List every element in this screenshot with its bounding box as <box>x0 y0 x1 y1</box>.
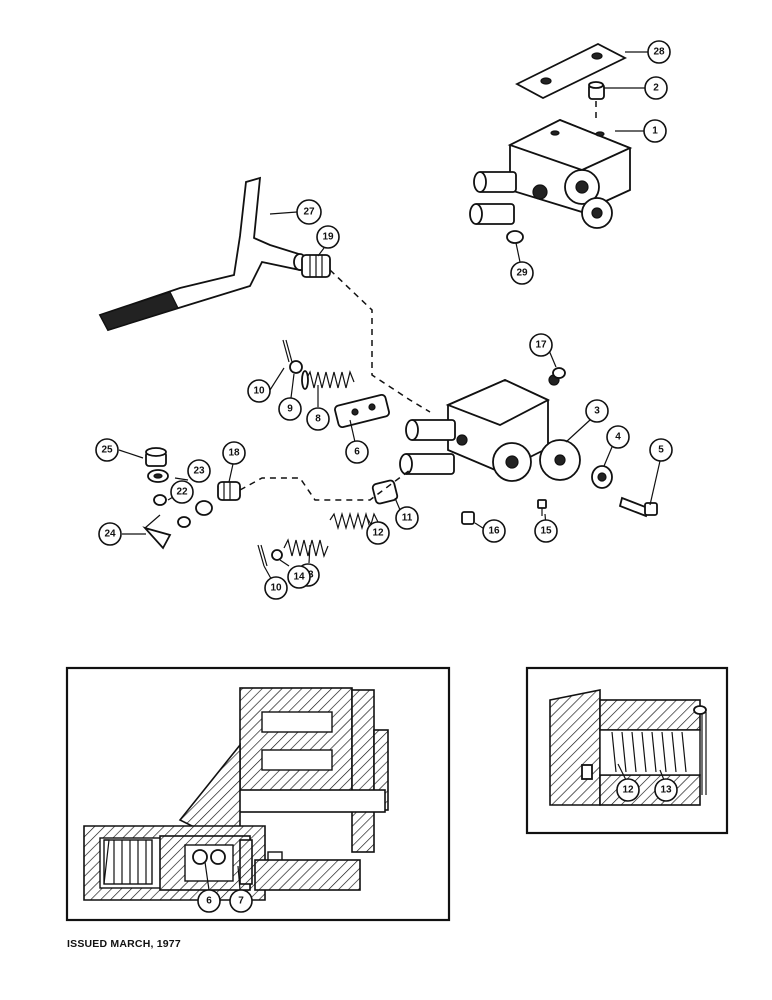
callout-28: 28 <box>647 40 671 64</box>
callout-24: 24 <box>98 522 122 546</box>
callout-15: 15 <box>534 519 558 543</box>
callout-27: 27 <box>296 199 322 225</box>
ball-9 <box>289 360 303 374</box>
svg-text:19: 19 <box>322 232 334 243</box>
suction-tube-27 <box>98 176 307 332</box>
svg-text:5: 5 <box>658 445 664 456</box>
svg-text:11: 11 <box>402 513 413 524</box>
screw-15 <box>537 499 547 516</box>
pin-24 <box>142 514 172 550</box>
callout-18: 18 <box>222 441 246 465</box>
svg-text:27: 27 <box>303 207 315 218</box>
cover-4 <box>591 465 613 489</box>
fitting-18 <box>217 481 241 501</box>
issued-date-footer: ISSUED MARCH, 1977 <box>67 938 181 950</box>
valve-sleeve-6 <box>334 393 390 429</box>
callout-10-bottom: 10 <box>264 576 288 600</box>
callout-12: 12 <box>366 521 390 545</box>
callout-4: 4 <box>606 425 630 449</box>
svg-text:16: 16 <box>488 526 500 537</box>
svg-text:4: 4 <box>615 432 621 443</box>
plug-11 <box>371 479 399 505</box>
svg-text:6: 6 <box>354 447 360 458</box>
bolt-5 <box>618 496 658 518</box>
washer-23 <box>147 469 169 483</box>
gasket-plate-28 <box>515 42 628 100</box>
pin-10-top <box>282 339 293 363</box>
callout-10-top: 10 <box>247 379 271 403</box>
callout-8: 8 <box>306 407 330 431</box>
callout-2: 2 <box>644 76 668 100</box>
svg-text:7: 7 <box>238 896 244 907</box>
svg-text:23: 23 <box>193 466 205 477</box>
callout-leaders <box>118 51 661 585</box>
svg-text:2: 2 <box>653 83 659 94</box>
nut-22 <box>153 494 213 528</box>
svg-text:22: 22 <box>176 487 188 498</box>
spring-8 <box>301 370 355 390</box>
svg-text:13: 13 <box>660 785 672 796</box>
svg-text:10: 10 <box>253 386 265 397</box>
callout-19: 19 <box>316 225 340 249</box>
pump-housing-1 <box>469 119 633 229</box>
spring-13 <box>283 538 329 558</box>
svg-text:15: 15 <box>540 526 552 537</box>
callout-13-section: 13 <box>654 778 678 802</box>
svg-text:29: 29 <box>516 268 528 279</box>
gear-3 <box>539 439 581 481</box>
callout-6-section: 6 <box>197 889 221 913</box>
cap-25 <box>145 447 167 467</box>
svg-text:12: 12 <box>622 785 634 796</box>
callout-9: 9 <box>278 397 302 421</box>
o-ring-29 <box>506 230 524 244</box>
callout-3: 3 <box>585 399 609 423</box>
callout-14: 14 <box>287 565 311 589</box>
svg-text:9: 9 <box>287 404 293 415</box>
callout-23: 23 <box>187 459 211 483</box>
callout-17: 17 <box>529 333 553 357</box>
callout-29: 29 <box>510 261 534 285</box>
svg-text:6: 6 <box>206 896 212 907</box>
svg-text:3: 3 <box>594 406 600 417</box>
svg-text:17: 17 <box>535 340 547 351</box>
svg-text:12: 12 <box>372 528 384 539</box>
plug-17 <box>552 367 566 379</box>
svg-text:8: 8 <box>315 414 321 425</box>
washer-14 <box>271 549 283 561</box>
svg-text:10: 10 <box>270 583 282 594</box>
svg-text:14: 14 <box>293 572 305 583</box>
callout-12-section: 12 <box>616 778 640 802</box>
callout-22: 22 <box>170 480 194 504</box>
plug-16 <box>461 511 475 525</box>
svg-text:18: 18 <box>228 448 240 459</box>
callout-25: 25 <box>95 438 119 462</box>
section-view-right <box>525 666 729 835</box>
pin-10-bottom <box>257 544 268 567</box>
callout-1: 1 <box>643 119 667 143</box>
fitting-19 <box>301 254 331 278</box>
callout-6: 6 <box>345 440 369 464</box>
svg-text:25: 25 <box>101 445 113 456</box>
svg-text:28: 28 <box>653 47 665 58</box>
section-view-left <box>65 666 451 922</box>
pump-housing-main <box>399 374 560 482</box>
callout-5: 5 <box>649 438 673 462</box>
svg-text:24: 24 <box>104 529 116 540</box>
callout-11: 11 <box>395 506 419 530</box>
callout-7-section: 7 <box>229 889 253 913</box>
svg-text:1: 1 <box>652 126 658 137</box>
callout-16: 16 <box>482 519 506 543</box>
dowel-pin-2 <box>588 81 605 100</box>
